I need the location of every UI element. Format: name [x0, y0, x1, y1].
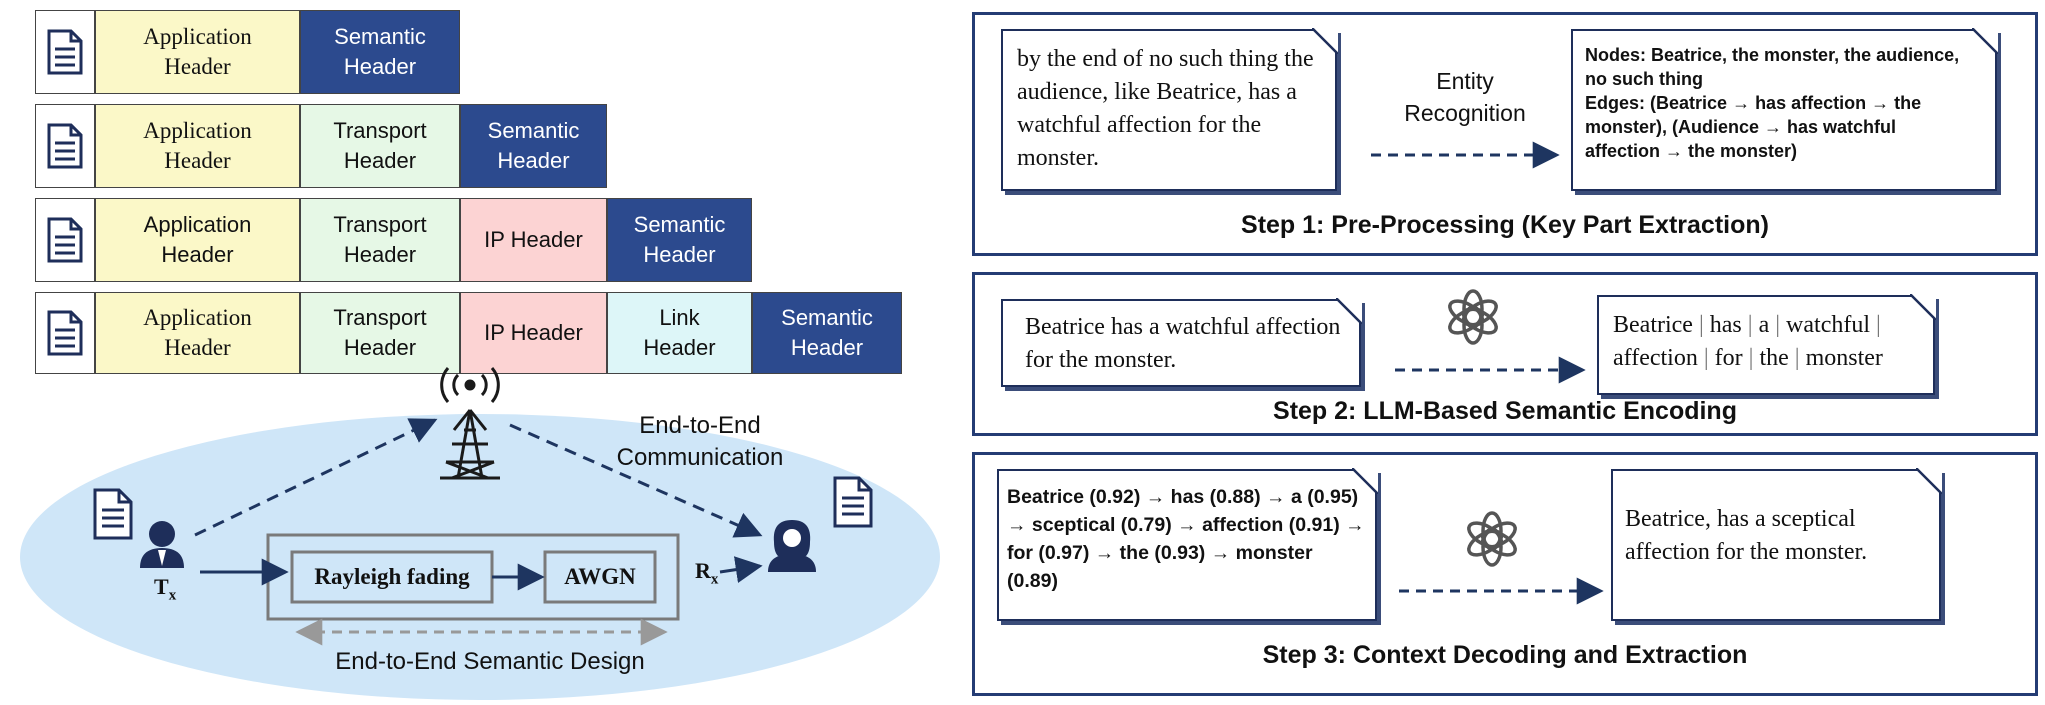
application-header-cell: Application Header — [95, 104, 300, 188]
ip-header-cell: IP Header — [460, 292, 607, 374]
token: a — [1758, 312, 1770, 338]
ip-header-cell: IP Header — [460, 198, 607, 282]
semantic-header-cell: Semantic Header — [607, 198, 752, 282]
application-header-cell: Application Header — [95, 10, 300, 94]
transport-header-cell: Transport Header — [300, 104, 460, 188]
step1-caption: Step 1: Pre-Processing (Key Part Extract… — [1241, 211, 1769, 239]
step1-input-text: by the end of no such thing the audience… — [1017, 46, 1314, 171]
rx-label: Rx — [695, 558, 719, 588]
step1-output-note: Nodes: Beatrice, the monster, the audien… — [1571, 28, 1998, 191]
male-user-icon — [140, 521, 184, 568]
document-icon — [47, 217, 83, 263]
step1-frame: by the end of no such thing the audience… — [972, 12, 2038, 256]
tx-label: Tx — [154, 574, 177, 604]
step2-caption: Step 2: LLM-Based Semantic Encoding — [1273, 397, 1737, 425]
llm-logo-icon — [1467, 511, 1517, 567]
tx-to-tower-link — [194, 418, 438, 537]
token: watchful — [1786, 312, 1871, 338]
step3-input-text: Beatrice (0.92) → has (0.88) → a (0.95) … — [1007, 486, 1365, 592]
awgn-box — [543, 550, 657, 604]
step2-tokens: Beatrice | has | a | watchful | affectio… — [1613, 309, 1933, 375]
entity-recognition-label: Entity Recognition — [1404, 68, 1526, 126]
document-icon — [47, 29, 83, 75]
document-icon — [47, 123, 83, 169]
rayleigh-box — [290, 550, 494, 604]
step3-frame: Beatrice (0.92) → has (0.88) → a (0.95) … — [972, 452, 2038, 696]
transport-header-cell: Transport Header — [300, 292, 460, 374]
token: for — [1714, 345, 1743, 371]
awgn-label: AWGN — [564, 564, 636, 589]
document-icon-cell — [35, 198, 95, 282]
application-header-cell: Application Header — [95, 198, 300, 282]
step1-input-note: by the end of no such thing the audience… — [1001, 28, 1338, 191]
token: Beatrice — [1613, 312, 1693, 338]
female-user-icon — [768, 520, 816, 572]
token: has — [1709, 312, 1742, 338]
rayleigh-label: Rayleigh fading — [314, 564, 470, 589]
token: monster — [1805, 345, 1883, 371]
step3-input-note: Beatrice (0.92) → has (0.88) → a (0.95) … — [997, 468, 1378, 621]
cell-tower-icon — [440, 367, 500, 480]
e2e-communication-label: End-to-End Communication — [616, 412, 784, 471]
channel-diagram — [20, 367, 940, 700]
llm-logo-icon — [1448, 289, 1498, 345]
document-icon — [93, 488, 133, 540]
token-line-1: Beatrice | has | a | watchful | — [1613, 312, 1881, 338]
document-icon-cell — [35, 10, 95, 94]
step3-output-text: Beatrice, has a sceptical affection for … — [1625, 506, 1868, 565]
token-line-2: affection | for | the | monster — [1613, 345, 1883, 371]
semantic-header-cell: Semantic Header — [300, 10, 460, 94]
step2-input-text: Beatrice has a watchful affection for th… — [1025, 314, 1341, 373]
step1-output-text: Nodes: Beatrice, the monster, the audien… — [1585, 45, 1960, 161]
token: the — [1759, 345, 1789, 371]
document-icon-cell — [35, 104, 95, 188]
document-icon — [47, 310, 83, 356]
transport-header-cell: Transport Header — [300, 198, 460, 282]
channel-to-rx-arrow — [719, 556, 763, 583]
token: affection — [1613, 345, 1698, 371]
tower-to-rx-link — [509, 423, 763, 538]
link-header-cell: Link Header — [607, 292, 752, 374]
document-icon-cell — [35, 292, 95, 374]
application-header-cell: Application Header — [95, 292, 300, 374]
step2-output-note: Beatrice | has | a | watchful | affectio… — [1597, 294, 1936, 395]
step2-frame: Beatrice has a watchful affection for th… — [972, 272, 2038, 436]
semantic-header-cell: Semantic Header — [460, 104, 607, 188]
e2e-design-label: End-to-End Semantic Design — [335, 648, 645, 675]
document-icon — [833, 476, 873, 528]
step3-output-note: Beatrice, has a sceptical affection for … — [1611, 468, 1942, 621]
semantic-header-cell: Semantic Header — [752, 292, 902, 374]
step2-input-note: Beatrice has a watchful affection for th… — [1001, 298, 1362, 387]
step3-caption: Step 3: Context Decoding and Extraction — [1262, 641, 1748, 669]
